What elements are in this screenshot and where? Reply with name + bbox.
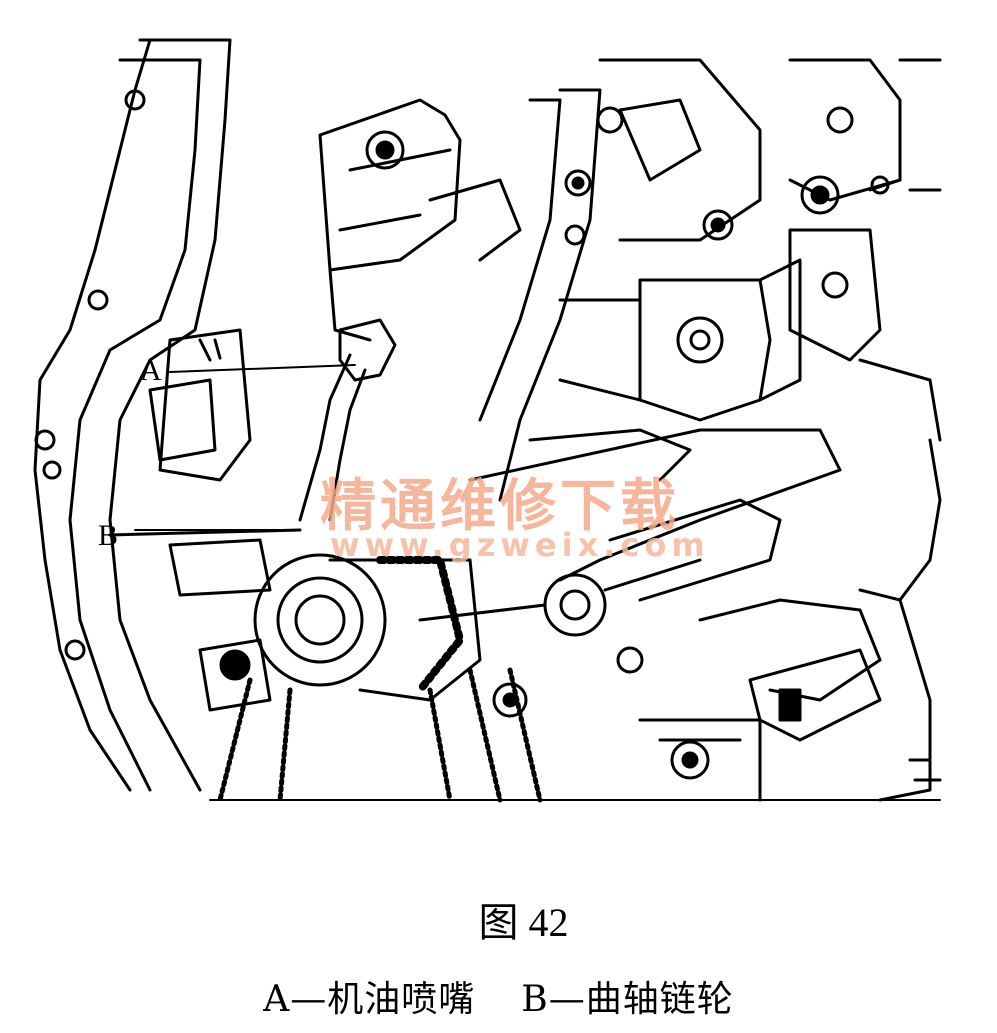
flange-bolt-hole — [124, 89, 146, 111]
lower-bracket — [698, 598, 882, 702]
caption-item-b: B—曲轴链轮 — [521, 979, 734, 1020]
timing-cover-flange — [108, 38, 232, 792]
caption-item-a: A—机油喷嘴 — [263, 979, 476, 1020]
pivot-bolt — [543, 573, 607, 637]
camshaft-carrier — [318, 98, 462, 272]
callout-b: B — [98, 519, 118, 552]
cam-bolt — [365, 130, 405, 170]
crankshaft-sprocket — [253, 553, 482, 702]
figure-number: 图 42 — [478, 900, 569, 945]
watermark-text: 精通维修下载 — [320, 474, 680, 539]
upper-right-housing — [598, 58, 762, 242]
leader-line-a — [169, 364, 356, 373]
figure-caption: A—机油喷嘴 B—曲轴链轮 — [0, 970, 997, 1022]
tensioner-body — [638, 278, 772, 422]
guide-arm — [468, 428, 842, 582]
watermark-url: www.gzweix.com — [330, 526, 710, 564]
callout-a: A — [140, 354, 162, 387]
engine-timing-drawing: A B 精通维修下载 www.gzweix.com — [33, 38, 942, 803]
chain-guide-rail — [498, 88, 602, 502]
timing-chain — [217, 667, 543, 803]
oil-nozzle — [338, 318, 397, 382]
